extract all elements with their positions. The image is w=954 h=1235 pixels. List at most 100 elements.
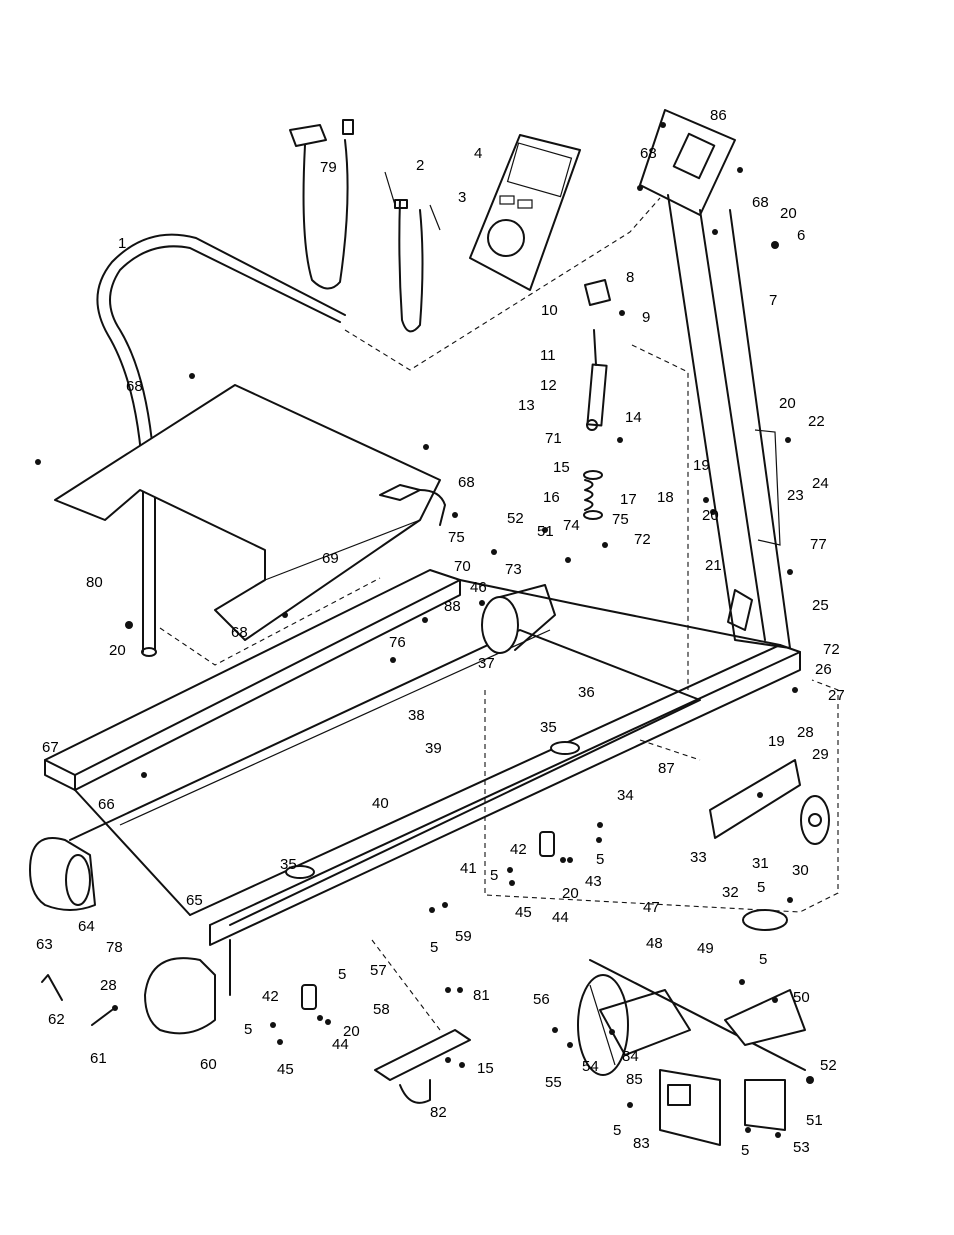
part-54-motor (577, 959, 806, 1076)
callout-62: 62 (48, 1011, 65, 1028)
callout-28: 28 (797, 724, 814, 741)
callout-59: 59 (455, 928, 472, 945)
callout-3: 3 (458, 189, 466, 206)
callout-70: 70 (454, 558, 471, 575)
part-40-belt (69, 629, 701, 926)
callout-63: 63 (36, 936, 53, 953)
callout-53: 53 (793, 1139, 810, 1156)
callout-33: 33 (690, 849, 707, 866)
part-29-wheel (709, 759, 830, 845)
callout-50: 50 (793, 989, 810, 1006)
callout-27: 27 (828, 687, 845, 704)
callout-14: 14 (625, 409, 642, 426)
part-38-frame (44, 569, 801, 996)
callout-54: 54 (582, 1058, 599, 1075)
callout-5f: 5 (757, 879, 765, 896)
callout-20e: 20 (562, 885, 579, 902)
part-12-gas-spring (584, 279, 611, 431)
callout-15b: 15 (477, 1060, 494, 1077)
callout-78: 78 (106, 939, 123, 956)
part-61-bolt (91, 1005, 118, 1026)
callout-36: 36 (578, 684, 595, 701)
callout-11: 11 (540, 347, 556, 364)
callout-51b: 51 (537, 523, 554, 540)
callout-52: 52 (820, 1057, 837, 1074)
part-50-plate (724, 989, 806, 1046)
callout-40: 40 (372, 795, 389, 812)
callout-88: 88 (444, 598, 461, 615)
callout-7: 7 (769, 292, 777, 309)
callout-57: 57 (370, 962, 387, 979)
callout-22: 22 (808, 413, 825, 430)
callout-79: 79 (320, 159, 337, 176)
callout-2: 2 (416, 157, 424, 174)
callout-12: 12 (540, 377, 557, 394)
callout-84: 84 (622, 1048, 639, 1065)
callout-80: 80 (86, 574, 103, 591)
callout-73: 73 (505, 561, 522, 578)
part-37-front-roller (481, 584, 556, 654)
callout-87: 87 (658, 760, 675, 777)
callout-5h: 5 (613, 1122, 621, 1139)
callout-24: 24 (812, 475, 829, 492)
callout-5: 5 (430, 939, 438, 956)
callout-1: 1 (118, 235, 126, 252)
callout-35: 35 (540, 719, 557, 736)
callout-5d: 5 (338, 966, 346, 983)
part-1-handrail (96, 233, 346, 657)
callout-76: 76 (389, 634, 406, 651)
callout-74: 74 (563, 517, 580, 534)
part-63-rear-roller (29, 837, 96, 911)
callout-75b: 75 (448, 529, 465, 546)
part-7-upright (639, 109, 791, 649)
callout-51: 51 (806, 1112, 823, 1129)
callout-38: 38 (408, 707, 425, 724)
callout-45: 45 (515, 904, 532, 921)
callout-20d: 20 (109, 642, 126, 659)
callout-21: 21 (705, 557, 722, 574)
callout-55: 55 (545, 1074, 562, 1091)
callout-5i: 5 (741, 1142, 749, 1159)
callout-77: 77 (810, 536, 827, 553)
callout-41: 41 (460, 860, 477, 877)
callout-28b: 28 (100, 977, 117, 994)
callout-5b: 5 (596, 851, 604, 868)
callout-42b: 42 (262, 988, 279, 1005)
callout-71: 71 (545, 430, 562, 447)
callout-5c: 5 (490, 867, 498, 884)
callout-45b: 45 (277, 1061, 294, 1078)
callout-60: 60 (200, 1056, 217, 1073)
callout-75: 75 (612, 511, 629, 528)
callout-82: 82 (430, 1104, 447, 1121)
callout-68e: 68 (231, 624, 248, 641)
callout-81: 81 (473, 987, 490, 1004)
callout-47: 47 (643, 899, 660, 916)
callout-66: 66 (98, 796, 115, 813)
part-16-spring (583, 470, 603, 520)
callout-labels: 1 2 3 4 5 6 7 8 9 10 11 12 13 14 15 16 1… (36, 107, 845, 1159)
callout-86: 86 (710, 107, 727, 124)
callout-49: 49 (697, 940, 714, 957)
callout-17: 17 (620, 491, 637, 508)
callout-20c: 20 (702, 507, 719, 524)
callout-26: 26 (815, 661, 832, 678)
callout-31: 31 (752, 855, 769, 872)
callout-44: 44 (552, 909, 569, 926)
callout-20b: 20 (779, 395, 796, 412)
part-2-cable (384, 171, 441, 333)
callout-52b: 52 (507, 510, 524, 527)
callout-35b: 35 (280, 856, 297, 873)
callout-46: 46 (470, 579, 487, 596)
callout-34: 34 (617, 787, 634, 804)
callout-5e: 5 (244, 1021, 252, 1038)
callout-72: 72 (634, 531, 651, 548)
callout-43: 43 (585, 873, 602, 890)
hardware-screws (35, 122, 814, 1138)
callout-30: 30 (792, 862, 809, 879)
callout-56: 56 (533, 991, 550, 1008)
callout-13: 13 (518, 397, 535, 414)
callout-18: 18 (657, 489, 674, 506)
callout-44b: 44 (332, 1036, 349, 1053)
callout-42: 42 (510, 841, 527, 858)
callout-16: 16 (543, 489, 560, 506)
